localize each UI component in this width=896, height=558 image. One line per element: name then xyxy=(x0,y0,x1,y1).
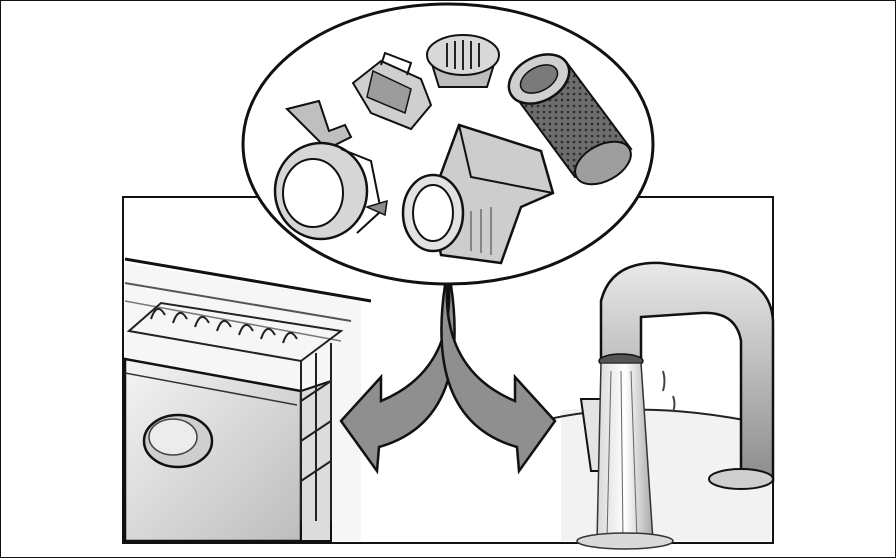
dish-rack xyxy=(126,301,344,521)
arrow-right-icon xyxy=(440,283,557,475)
filter-ring-icon xyxy=(273,99,388,241)
filter-funnel-icon xyxy=(401,123,555,265)
filter-clip-icon xyxy=(351,51,433,131)
dishwasher xyxy=(123,257,372,543)
faucet-icon xyxy=(599,261,775,483)
running-tap xyxy=(540,261,775,550)
filter-cylinder-icon xyxy=(507,53,633,186)
filter-cap-icon xyxy=(426,34,500,88)
